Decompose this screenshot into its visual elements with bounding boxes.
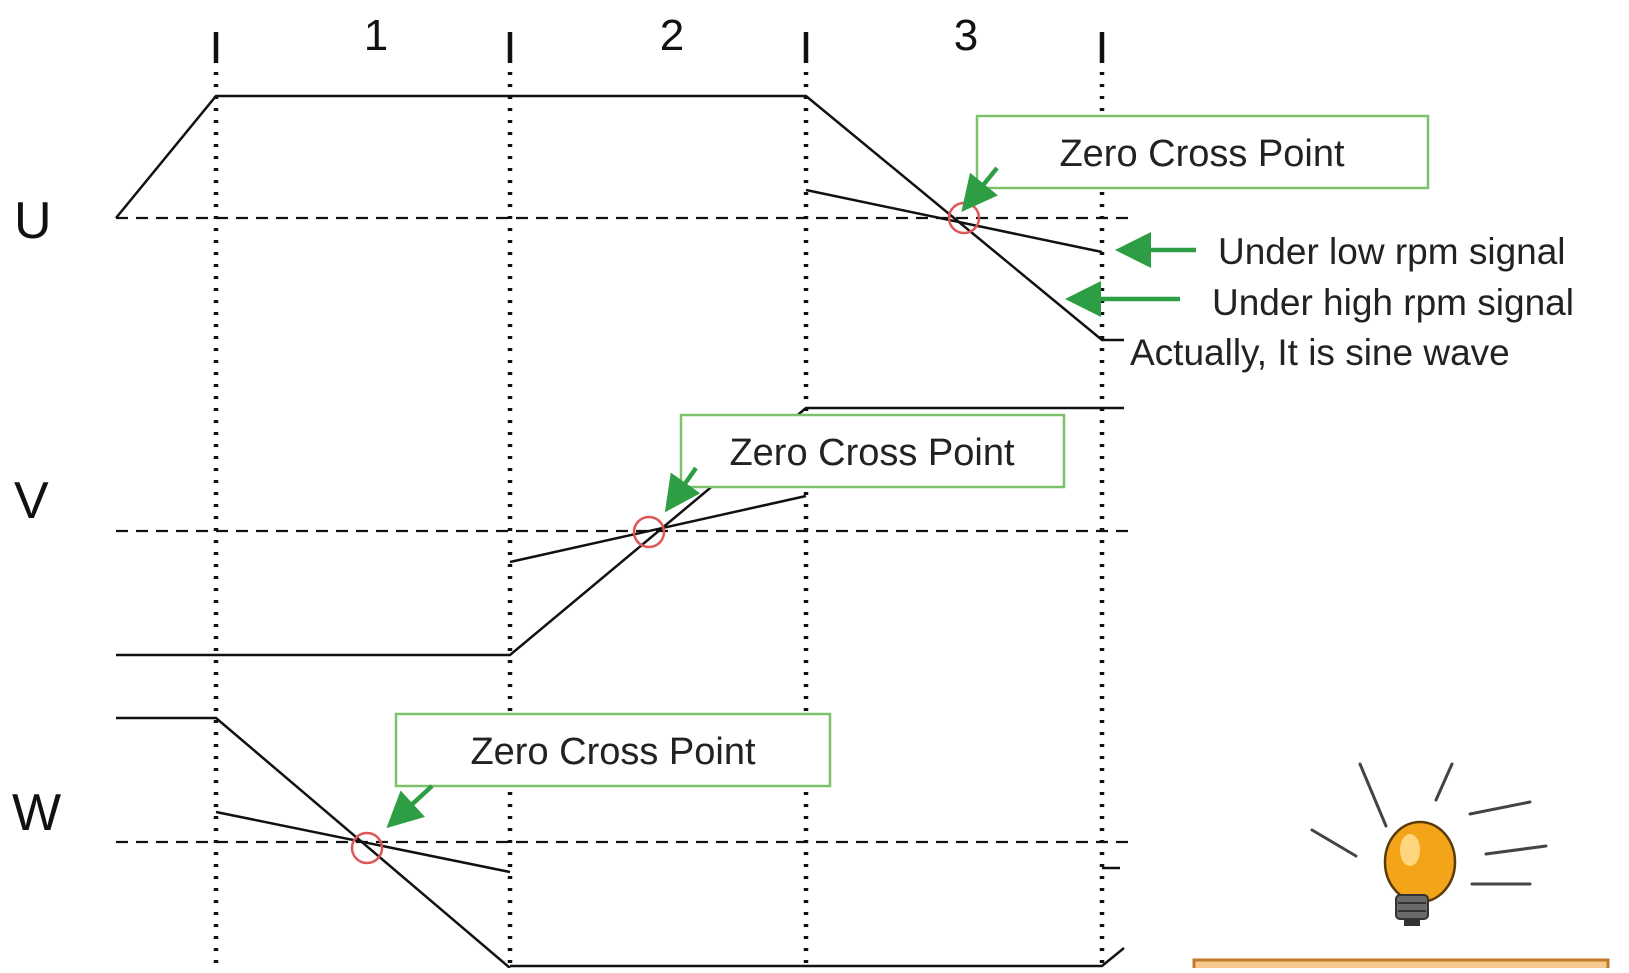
section-label-1: 1 [364, 11, 388, 60]
v-callout-arrow [664, 466, 701, 513]
u-waveform [115, 94, 1124, 342]
v-waveform [116, 406, 1124, 657]
v-zero-cross-label: Zero Cross Point [729, 432, 1015, 474]
low-rpm-annotation: Under low rpm signal [1218, 231, 1566, 272]
w-low-rpm-slope [215, 810, 511, 874]
u-low-rpm-slope [805, 188, 1103, 254]
zero-reference-lines [116, 216, 1130, 844]
phase-label-v: V [14, 472, 49, 530]
w-zero-cross-callout: Zero Cross Point [394, 712, 832, 788]
w-zero-cross-label: Zero Cross Point [470, 731, 756, 773]
green-arrows [386, 166, 1196, 829]
caption-box [1192, 958, 1610, 973]
divider-caps [213, 32, 1105, 60]
w-waveform [116, 716, 1125, 969]
section-dividers [213, 60, 1105, 968]
lightbulb-icon [1310, 762, 1548, 926]
v-zero-cross-marker [632, 515, 666, 549]
section-label-2: 2 [660, 11, 684, 60]
v-zero-cross-callout: Zero Cross Point [679, 413, 1066, 489]
phase-label-u: U [14, 192, 52, 250]
phase-label-w: W [12, 784, 61, 842]
u-zero-cross-callout: Zero Cross Point [975, 114, 1430, 190]
u-callout-arrow [961, 166, 999, 212]
sine-wave-note: Actually, It is sine wave [1130, 332, 1510, 373]
w-zero-cross-marker [350, 831, 384, 865]
v-low-rpm-slope [509, 494, 807, 564]
high-rpm-annotation: Under high rpm signal [1212, 282, 1574, 323]
w-callout-arrow [386, 784, 434, 829]
u-zero-cross-label: Zero Cross Point [1059, 133, 1345, 175]
section-label-3: 3 [954, 11, 978, 60]
